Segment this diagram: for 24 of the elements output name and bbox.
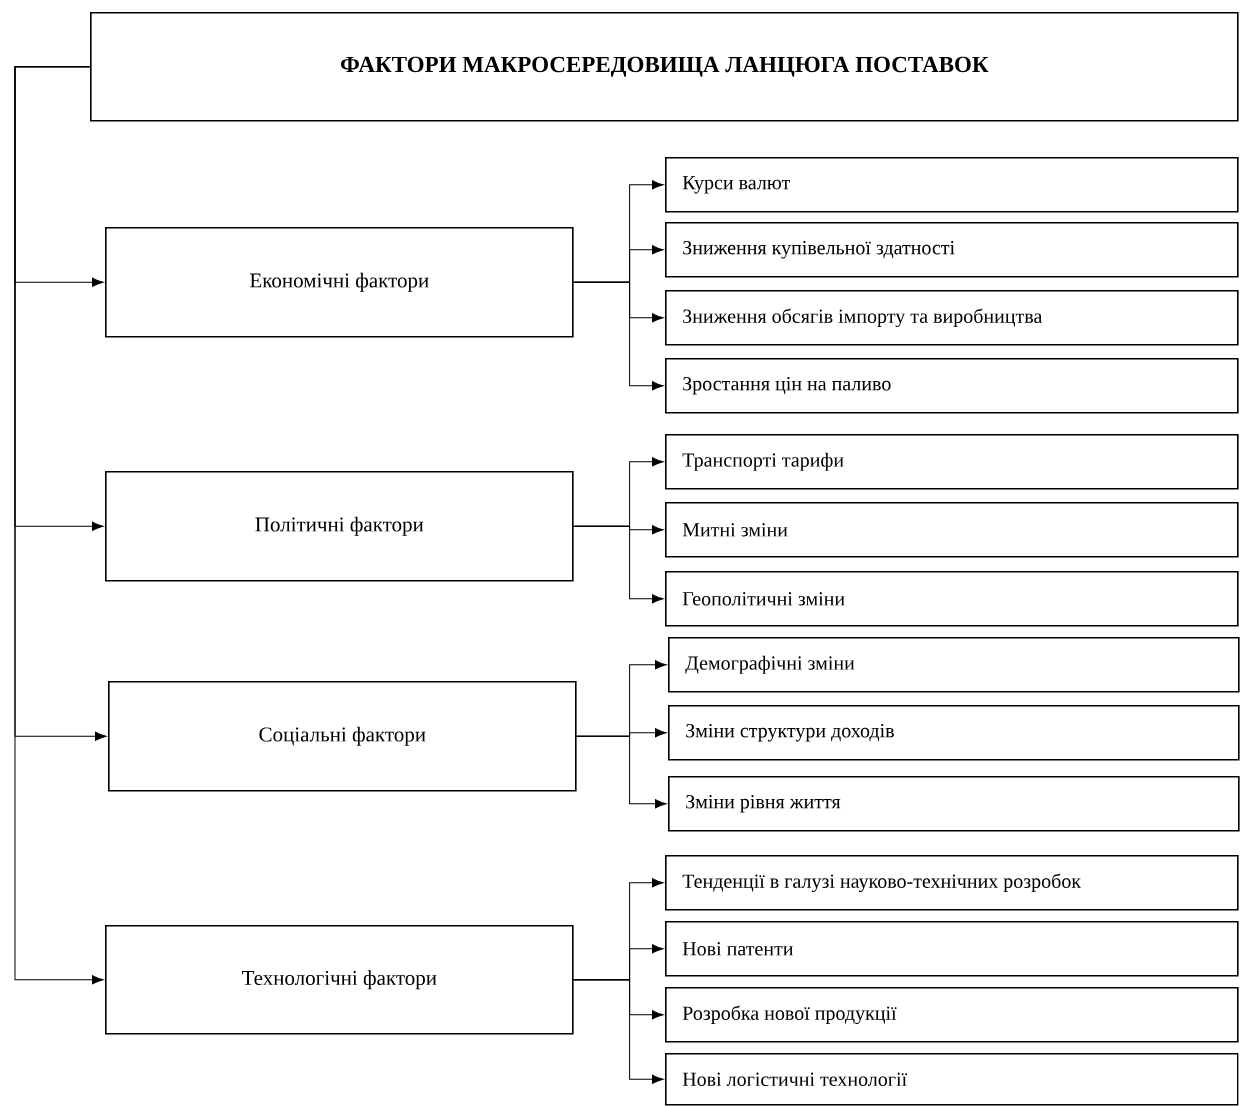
- factor-box: Демографічні зміни: [668, 637, 1240, 693]
- arrow: [573, 525, 664, 604]
- category-box: Технологічні фактори: [105, 925, 574, 1035]
- arrow: [573, 979, 664, 1084]
- factor-box: Розробка нової продукції: [665, 987, 1239, 1043]
- factor-box: Транспорті тарифи: [665, 434, 1239, 490]
- factor-box: Зниження обсягів імпорту та виробництва: [665, 290, 1239, 346]
- factor-box: Нові патенти: [665, 921, 1239, 977]
- factor-box: Зміни рівня життя: [668, 776, 1240, 832]
- factor-box: Зниження купівельної здатності: [665, 222, 1239, 278]
- factor-box: Курси валют: [665, 157, 1239, 213]
- category-box: Соціальні фактори: [108, 681, 577, 792]
- category-box: Політичні фактори: [105, 471, 574, 582]
- arrow: [14, 66, 104, 985]
- title-box: ФАКТОРИ МАКРОСЕРЕДОВИЩА ЛАНЦЮГА ПОСТАВОК: [90, 12, 1239, 122]
- factor-box: Тенденції в галузі науково-технічних розробок: [665, 855, 1239, 911]
- factor-box: Митні зміни: [665, 502, 1239, 558]
- factor-box: Зміни структури доходів: [668, 705, 1240, 761]
- factor-box: Нові логістичні технології: [665, 1053, 1239, 1106]
- arrow: [576, 735, 667, 809]
- category-box: Економічні фактори: [105, 227, 574, 338]
- factor-box: Зростання цін на паливо: [665, 358, 1239, 414]
- factor-box: Геополітичні зміни: [665, 571, 1239, 627]
- arrow: [573, 281, 664, 391]
